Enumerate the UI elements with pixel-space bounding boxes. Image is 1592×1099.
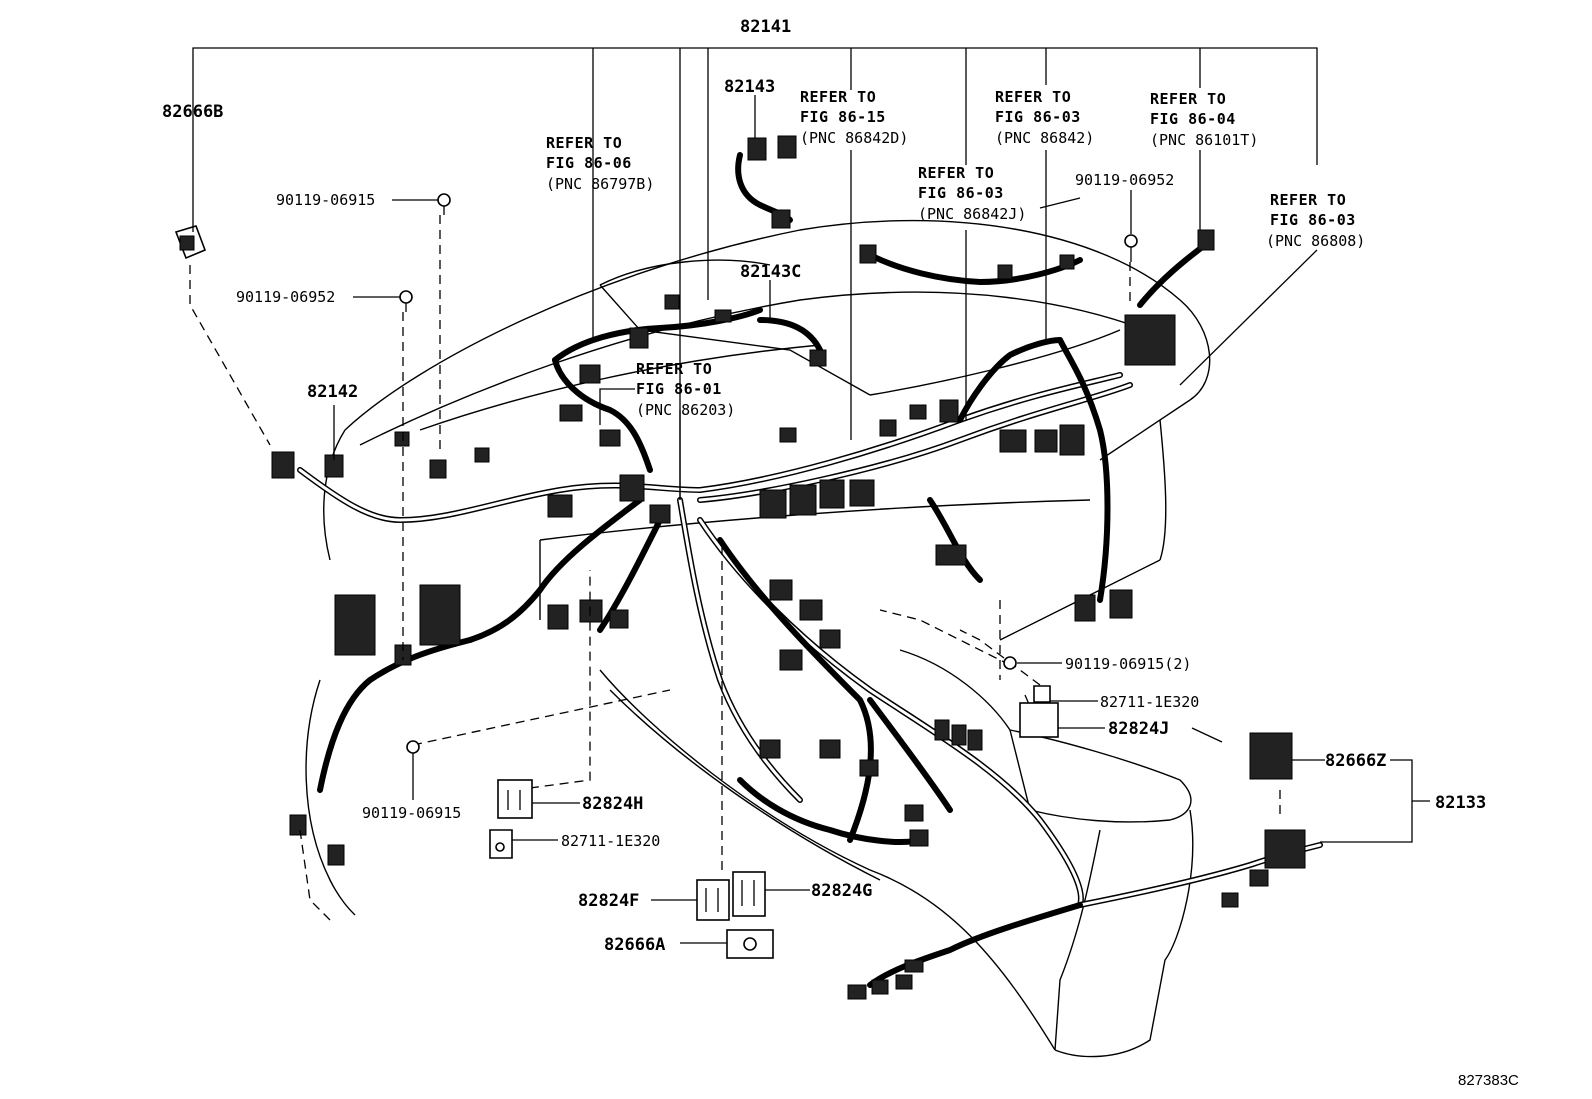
refer-note-86-03-b: REFER TO FIG 86-03 (PNC 86842J) (918, 164, 1026, 223)
svg-text:REFER TO: REFER TO (918, 164, 994, 182)
svg-text:REFER TO: REFER TO (546, 134, 622, 152)
label-82133: 82133 (1435, 793, 1486, 813)
refer-note-86-04: REFER TO FIG 86-04 (PNC 86101T) (1150, 90, 1258, 149)
refer-note-86-06: REFER TO FIG 86-06 (PNC 86797B) (546, 134, 654, 193)
label-82666z: 82666Z (1325, 751, 1386, 771)
leader-lines (192, 47, 1430, 944)
svg-text:(PNC 86203): (PNC 86203) (636, 401, 735, 419)
svg-text:REFER TO: REFER TO (800, 88, 876, 106)
svg-text:REFER TO: REFER TO (636, 360, 712, 378)
label-bolt-bottom: 90119-06915 (362, 804, 461, 822)
label-82143: 82143 (724, 77, 775, 97)
label-82666a: 82666A (604, 935, 665, 955)
junction-block-82824g-icon (732, 871, 766, 917)
label-82142: 82142 (307, 382, 358, 402)
wire-harness-82141 (297, 152, 1323, 988)
svg-text:(PNC 86842D): (PNC 86842D) (800, 129, 908, 147)
svg-text:(PNC 86808): (PNC 86808) (1266, 232, 1365, 250)
label-82143c: 82143C (740, 262, 801, 282)
bolt-icon (399, 290, 413, 312)
svg-text:FIG 86-03: FIG 86-03 (995, 108, 1081, 126)
svg-text:FIG 86-04: FIG 86-04 (1150, 110, 1236, 128)
svg-text:FIG 86-06: FIG 86-06 (546, 154, 632, 172)
label-82711-right: 82711-1E320 (1100, 693, 1199, 711)
clip-82711-right-icon (1033, 685, 1051, 703)
label-bolt-left: 90119-06952 (236, 288, 335, 306)
svg-text:REFER TO: REFER TO (995, 88, 1071, 106)
junction-block-82824f-icon (696, 879, 730, 921)
diagram-id: 827383C (1458, 1072, 1519, 1089)
part-icons (174, 193, 1293, 959)
part-labels: 82141 82666B 82143 82143C 82142 82133 82… (162, 17, 1486, 955)
refer-note-86-03-c: REFER TO FIG 86-03 (PNC 86808) (1266, 191, 1365, 250)
label-82824g: 82824G (811, 881, 872, 901)
label-bolt-right: 90119-06952 (1075, 171, 1174, 189)
label-82141: 82141 (740, 17, 791, 37)
bolt-icon (1124, 234, 1138, 262)
label-82711-lower: 82711-1E320 (561, 832, 660, 850)
connectors (271, 135, 1306, 1000)
svg-text:(PNC 86797B): (PNC 86797B) (546, 175, 654, 193)
refer-note-86-15: REFER TO FIG 86-15 (PNC 86842D) (800, 88, 908, 147)
svg-text:FIG 86-03: FIG 86-03 (1270, 211, 1356, 229)
svg-text:FIG 86-03: FIG 86-03 (918, 184, 1004, 202)
label-82824h: 82824H (582, 794, 643, 814)
refer-note-86-03-a: REFER TO FIG 86-03 (PNC 86842) (995, 88, 1094, 147)
junction-block-82824j-icon (1019, 702, 1059, 738)
svg-text:FIG 86-01: FIG 86-01 (636, 380, 722, 398)
label-82824f: 82824F (578, 891, 639, 911)
bolt-icon (437, 193, 451, 215)
label-bolt-top: 90119-06915 (276, 191, 375, 209)
svg-text:(PNC 86842): (PNC 86842) (995, 129, 1094, 147)
bolt-icon (1003, 656, 1017, 670)
dashboard-outline (305, 219, 1211, 1058)
junction-block-82824h-icon (497, 779, 533, 819)
label-82824j: 82824J (1108, 719, 1169, 739)
label-82666b: 82666B (162, 102, 223, 122)
svg-text:(PNC 86101T): (PNC 86101T) (1150, 131, 1258, 149)
label-bolt-center: 90119-06915(2) (1065, 655, 1191, 673)
bolt-icon (406, 740, 420, 762)
svg-text:REFER TO: REFER TO (1270, 191, 1346, 209)
refer-note-86-01: REFER TO FIG 86-01 (PNC 86203) (636, 360, 735, 419)
svg-text:REFER TO: REFER TO (1150, 90, 1226, 108)
svg-text:FIG 86-15: FIG 86-15 (800, 108, 886, 126)
svg-text:(PNC 86842J): (PNC 86842J) (918, 205, 1026, 223)
clamp-82666z-icon (1249, 732, 1293, 780)
